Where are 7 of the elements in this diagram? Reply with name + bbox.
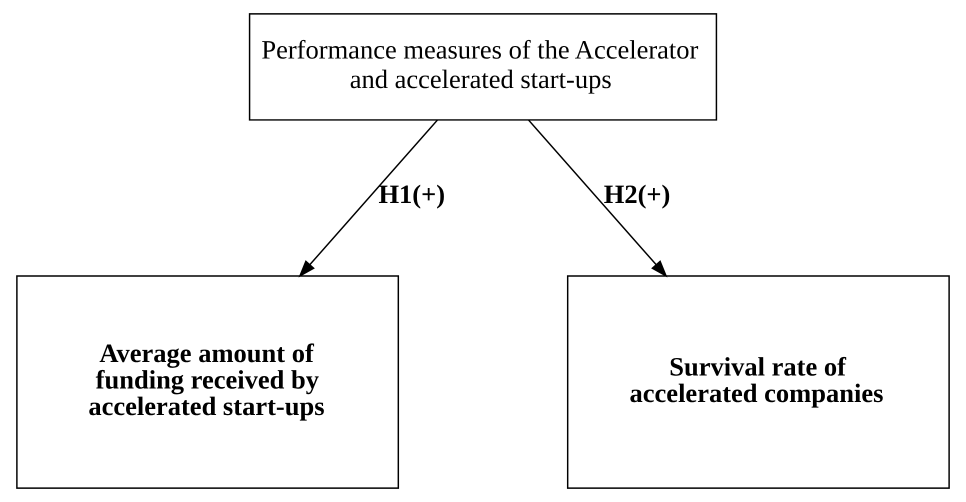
arrow bbox=[528, 119, 668, 278]
node-box: Survival rate of accelerated companies bbox=[566, 275, 950, 489]
arrow bbox=[298, 119, 438, 278]
node-box: Average amount of funding received by accelerated start-ups bbox=[16, 275, 400, 489]
node-box: Performance measures of the Accelerator and accelerated start-ups bbox=[248, 13, 718, 121]
edge-label: H2(+) bbox=[604, 178, 670, 209]
edge-label: H1(+) bbox=[378, 178, 446, 209]
